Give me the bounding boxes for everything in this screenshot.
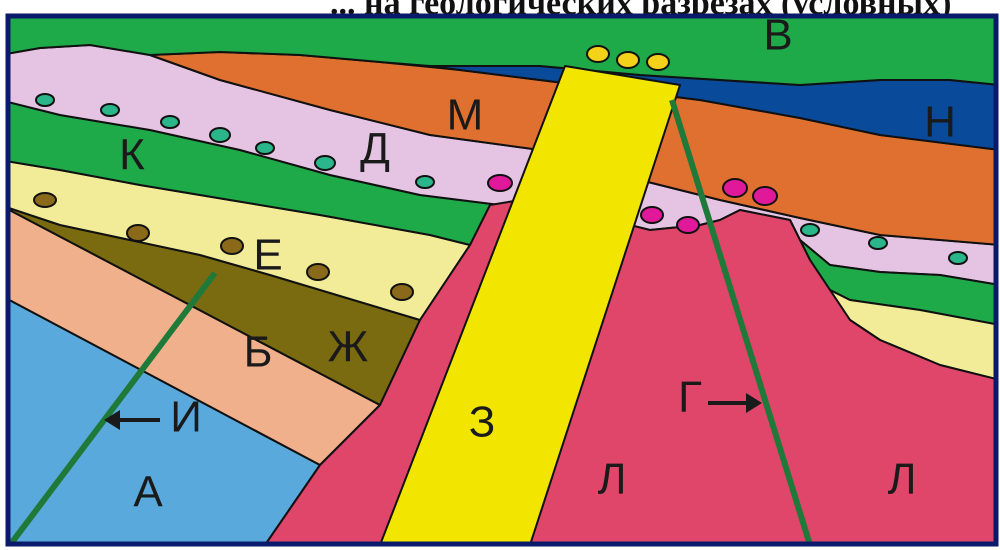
- pebbles-brown: [33, 192, 414, 301]
- label-k: К: [119, 131, 145, 180]
- right-arrow-icon: [708, 393, 762, 413]
- label-zh: Ж: [328, 323, 369, 372]
- label-i: И: [170, 393, 202, 442]
- pebbles-yellow: [586, 45, 670, 71]
- label-n: Н: [924, 98, 956, 147]
- label-l-1: Л: [598, 455, 627, 504]
- frame-border: [5, 13, 999, 547]
- ground-surface-line: [8, 44, 996, 86]
- pebbles-pink: [487, 174, 778, 234]
- label-l-2: Л: [888, 455, 917, 504]
- fault-g: [669, 99, 813, 544]
- label-b: Б: [244, 328, 273, 377]
- dike-z: [379, 65, 681, 544]
- label-g: Г: [678, 373, 702, 422]
- label-a: А: [133, 468, 163, 517]
- left-arrow-icon: [104, 410, 160, 430]
- fault-i: [8, 271, 218, 544]
- label-z: З: [469, 398, 496, 447]
- layer-v: [8, 16, 996, 85]
- label-e: Е: [253, 231, 282, 280]
- label-d: Д: [360, 125, 390, 174]
- label-v: В: [763, 11, 792, 60]
- pebbles-green: [35, 93, 968, 265]
- label-m: М: [447, 91, 484, 140]
